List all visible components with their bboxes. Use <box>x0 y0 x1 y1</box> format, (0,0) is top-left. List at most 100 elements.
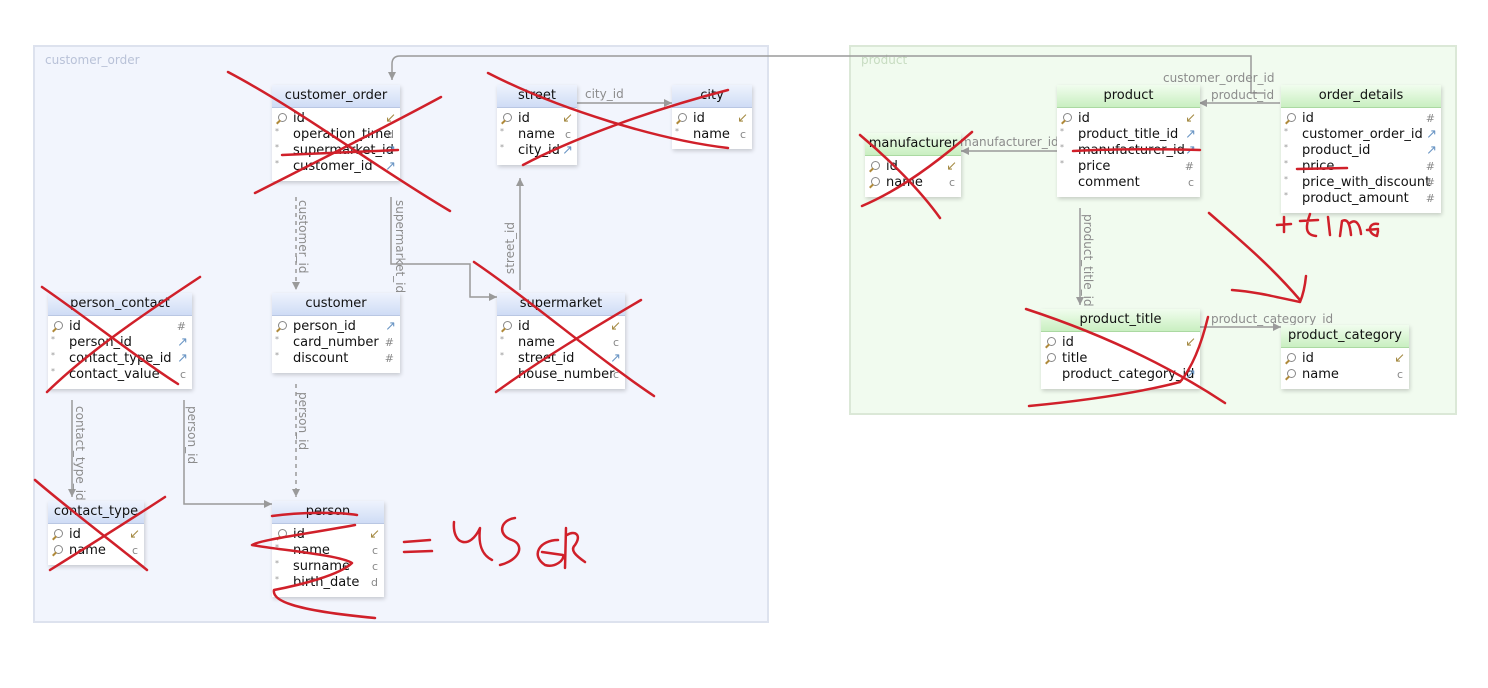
column-type: c <box>131 544 138 557</box>
column-row[interactable]: id ↙ <box>497 319 625 335</box>
required-marker: * <box>275 575 279 584</box>
column-row[interactable]: *discount# <box>272 351 400 367</box>
column-name: name <box>518 335 555 350</box>
column-row[interactable]: id↙ <box>672 111 752 127</box>
column-row[interactable]: *price# <box>1057 159 1200 175</box>
required-marker: * <box>275 127 279 136</box>
column-row[interactable]: title <box>1041 351 1200 367</box>
column-row[interactable]: *product_title_id↗ <box>1057 127 1200 143</box>
column-row[interactable]: person_id↗ <box>272 319 400 335</box>
required-marker: * <box>1284 127 1288 136</box>
table-title[interactable]: manufacturer <box>865 133 961 156</box>
table-title[interactable]: person_contact <box>48 293 192 316</box>
column-row[interactable]: id # <box>1281 111 1441 127</box>
table-title[interactable]: supermarket <box>497 293 625 316</box>
column-row[interactable]: *product_id↗ <box>1281 143 1441 159</box>
table-title[interactable]: customer <box>272 293 400 316</box>
required-marker: * <box>1284 191 1288 200</box>
column-name: id <box>1302 111 1314 126</box>
column-name: id <box>518 319 530 334</box>
key-icon <box>54 529 63 538</box>
column-row[interactable]: id↙ <box>1057 111 1200 127</box>
column-name: name <box>693 127 730 142</box>
relation-label-customer-order-id: customer_order_id <box>1163 71 1275 85</box>
column-name: name <box>1302 367 1339 382</box>
cross-mark-street <box>486 71 730 150</box>
key-icon <box>1287 369 1296 378</box>
column-name: product_amount <box>1302 191 1409 206</box>
key-icon <box>54 545 63 554</box>
primary-key-icon: ↙ <box>610 319 621 334</box>
table-title[interactable]: city <box>672 85 752 108</box>
column-row[interactable]: id↙ <box>272 111 400 127</box>
column-type: # <box>1425 112 1435 125</box>
relation-label-person-id-contact: person_id <box>185 406 199 465</box>
column-row[interactable]: * product_amount # <box>1281 191 1441 207</box>
column-name: operation_time <box>293 127 392 142</box>
column-name: city_id <box>518 143 560 158</box>
key-icon <box>1287 353 1296 362</box>
key-icon <box>1287 113 1296 122</box>
table-title[interactable]: customer_order <box>272 85 400 108</box>
column-name: id <box>693 111 705 126</box>
column-row[interactable]: id↙ <box>497 111 577 127</box>
column-row[interactable]: id# <box>48 319 192 335</box>
column-type: # <box>1425 160 1435 173</box>
table-title[interactable]: product_title <box>1041 309 1200 332</box>
column-row[interactable]: id↙ <box>1281 351 1409 367</box>
column-type: # <box>1425 192 1435 205</box>
foreign-key-icon: ↗ <box>385 159 396 174</box>
column-row[interactable]: *person_id↗ <box>48 335 192 351</box>
table-title[interactable]: product_category <box>1281 325 1409 348</box>
column-row[interactable]: name c <box>48 543 144 559</box>
column-row[interactable]: *city_id↗ <box>497 143 577 159</box>
column-row[interactable]: *customer_order_id↗ <box>1281 127 1441 143</box>
column-row[interactable]: *card_number# <box>272 335 400 351</box>
column-row[interactable]: *price_with_discount# <box>1281 175 1441 191</box>
column-row[interactable]: *price# <box>1281 159 1441 175</box>
column-row[interactable]: product_category_id↗ <box>1041 367 1200 383</box>
column-name: id <box>1302 351 1314 366</box>
foreign-key-icon: ↗ <box>1426 143 1437 158</box>
column-row[interactable]: id↙ <box>48 527 144 543</box>
column-type: # <box>1425 176 1435 189</box>
column-name: name <box>69 543 106 558</box>
table-title[interactable]: product <box>1057 85 1200 108</box>
table-title[interactable]: contact_type <box>48 501 144 524</box>
column-name: id <box>69 319 81 334</box>
column-name: contact_value <box>69 367 160 382</box>
table-title[interactable]: order_details <box>1281 85 1441 108</box>
column-row[interactable]: id↙ <box>1041 335 1200 351</box>
column-name: id <box>69 527 81 542</box>
required-marker: * <box>275 143 279 152</box>
key-icon <box>1063 113 1072 122</box>
table-customer[interactable]: customer person_id↗*card_number#*discount… <box>272 293 400 373</box>
column-row[interactable]: id↙ <box>865 159 961 175</box>
key-icon <box>278 113 287 122</box>
required-marker: * <box>1060 127 1064 136</box>
primary-key-icon: ↙ <box>1185 111 1196 126</box>
table-body: id↙name c <box>48 524 144 565</box>
